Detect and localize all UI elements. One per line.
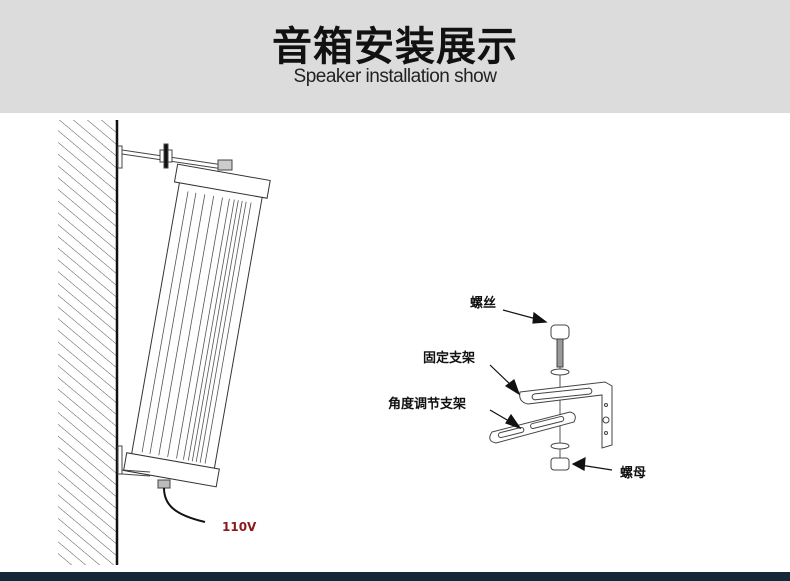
bracket-exploded-view (489, 324, 613, 471)
label-nut: 螺母 (620, 466, 647, 481)
label-screw: 螺丝 (470, 296, 497, 311)
column-speaker (123, 163, 271, 488)
label-angle-bracket: 角度调节支架 (388, 397, 467, 412)
top-mount-bracket (117, 143, 233, 171)
footer-bar (0, 572, 790, 581)
washer (550, 368, 570, 376)
page-title: 音箱安装展示 (272, 24, 518, 70)
lower-washer (550, 442, 570, 450)
wall (58, 120, 119, 565)
label-fixed-bracket: 固定支架 (423, 351, 476, 366)
bottom-end-cap (123, 452, 220, 488)
top-end-cap (173, 163, 271, 199)
callout-arrows (489, 309, 613, 471)
voltage-label: 110V (222, 520, 257, 534)
power-cable (163, 487, 206, 523)
header-banner: 音箱安装展示 Speaker installation show (0, 0, 790, 113)
screw-shaft (556, 338, 564, 368)
screw-head (550, 324, 570, 340)
nut (550, 457, 570, 471)
page-subtitle: Speaker installation show (293, 66, 497, 87)
